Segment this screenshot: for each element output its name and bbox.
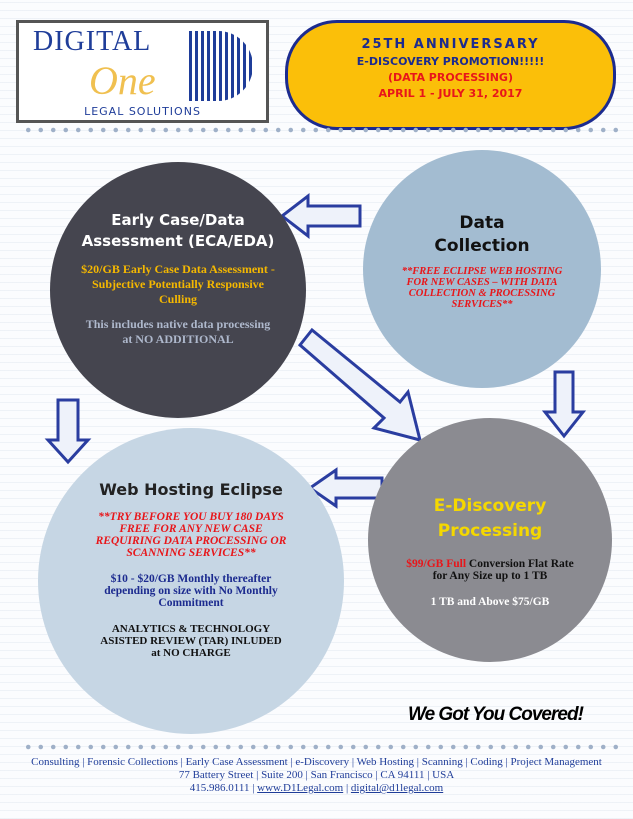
processing-title: E-Discovery Processing: [433, 496, 547, 541]
hosting-offer: **TRY BEFORE YOU BUY 180 DAYS FREE FOR A…: [95, 511, 287, 559]
footer-sep: |: [343, 782, 351, 794]
processing-above: 1 TB and Above $75/GB: [430, 596, 550, 608]
eca-price: $20/GB Early Case Data Assessment - Subj…: [81, 262, 275, 306]
promo-subtitle: E-DISCOVERY PROMOTION!!!!!: [356, 55, 545, 68]
processing-price: Conversion Flat Rate for Any Size up to …: [432, 558, 574, 582]
collection-title: Data Collection: [434, 213, 530, 256]
website-link[interactable]: www.D1Legal.com: [257, 782, 344, 794]
divider: [22, 127, 622, 133]
processing-price-red: $99/GB Full: [406, 558, 467, 570]
divider: [22, 744, 622, 750]
email-link[interactable]: digital@d1legal.com: [350, 782, 444, 794]
logo-tagline: LEGAL SOLUTIONS: [84, 105, 201, 118]
eca-title: Early Case/Data Assessment (ECA/EDA): [81, 211, 275, 250]
eca-note: This includes native data processing at …: [85, 317, 271, 346]
eca-circle: Early Case/Data Assessment (ECA/EDA) $20…: [50, 162, 306, 418]
arrow-left-icon: [279, 192, 362, 240]
collection-offer: **FREE ECLIPSE WEB HOSTING FOR NEW CASES…: [401, 266, 563, 310]
logo-one: One: [89, 58, 156, 103]
footer-address: 77 Battery Street | Suite 200 | San Fran…: [178, 769, 455, 781]
footer: Consulting | Forensic Collections | Earl…: [0, 756, 633, 795]
arrow-down-icon: [44, 398, 92, 465]
collection-circle: Data Collection **FREE ECLIPSE WEB HOSTI…: [363, 150, 601, 388]
promo-banner: 25TH ANNIVERSARY E-DISCOVERY PROMOTION!!…: [285, 20, 616, 130]
promo-dates: APRIL 1 - JULY 31, 2017: [378, 87, 523, 100]
logo-d-icon: [189, 31, 253, 101]
promo-title: 25TH ANNIVERSARY: [361, 37, 540, 52]
hosting-title: Web Hosting Eclipse: [99, 480, 283, 499]
arrow-diagonal-icon: [297, 327, 423, 443]
tagline: We Got You Covered!: [408, 704, 584, 725]
hosting-monthly: $10 - $20/GB Monthly thereafter dependin…: [104, 573, 278, 609]
promo-line3: (DATA PROCESSING): [388, 71, 513, 84]
hosting-circle: Web Hosting Eclipse **TRY BEFORE YOU BUY…: [38, 428, 344, 734]
logo: DIGITAL One LEGAL SOLUTIONS: [16, 20, 269, 123]
arrow-down-icon: [541, 370, 587, 439]
footer-services: Consulting | Forensic Collections | Earl…: [31, 756, 602, 768]
hosting-analytics: ANALYTICS & TECHNOLOGY ASISTED REVIEW (T…: [100, 623, 282, 659]
footer-phone: 415.986.0111 |: [189, 782, 258, 794]
logo-digital: DIGITAL: [33, 26, 152, 57]
processing-circle: E-Discovery Processing $99/GB Full Conve…: [368, 418, 612, 662]
